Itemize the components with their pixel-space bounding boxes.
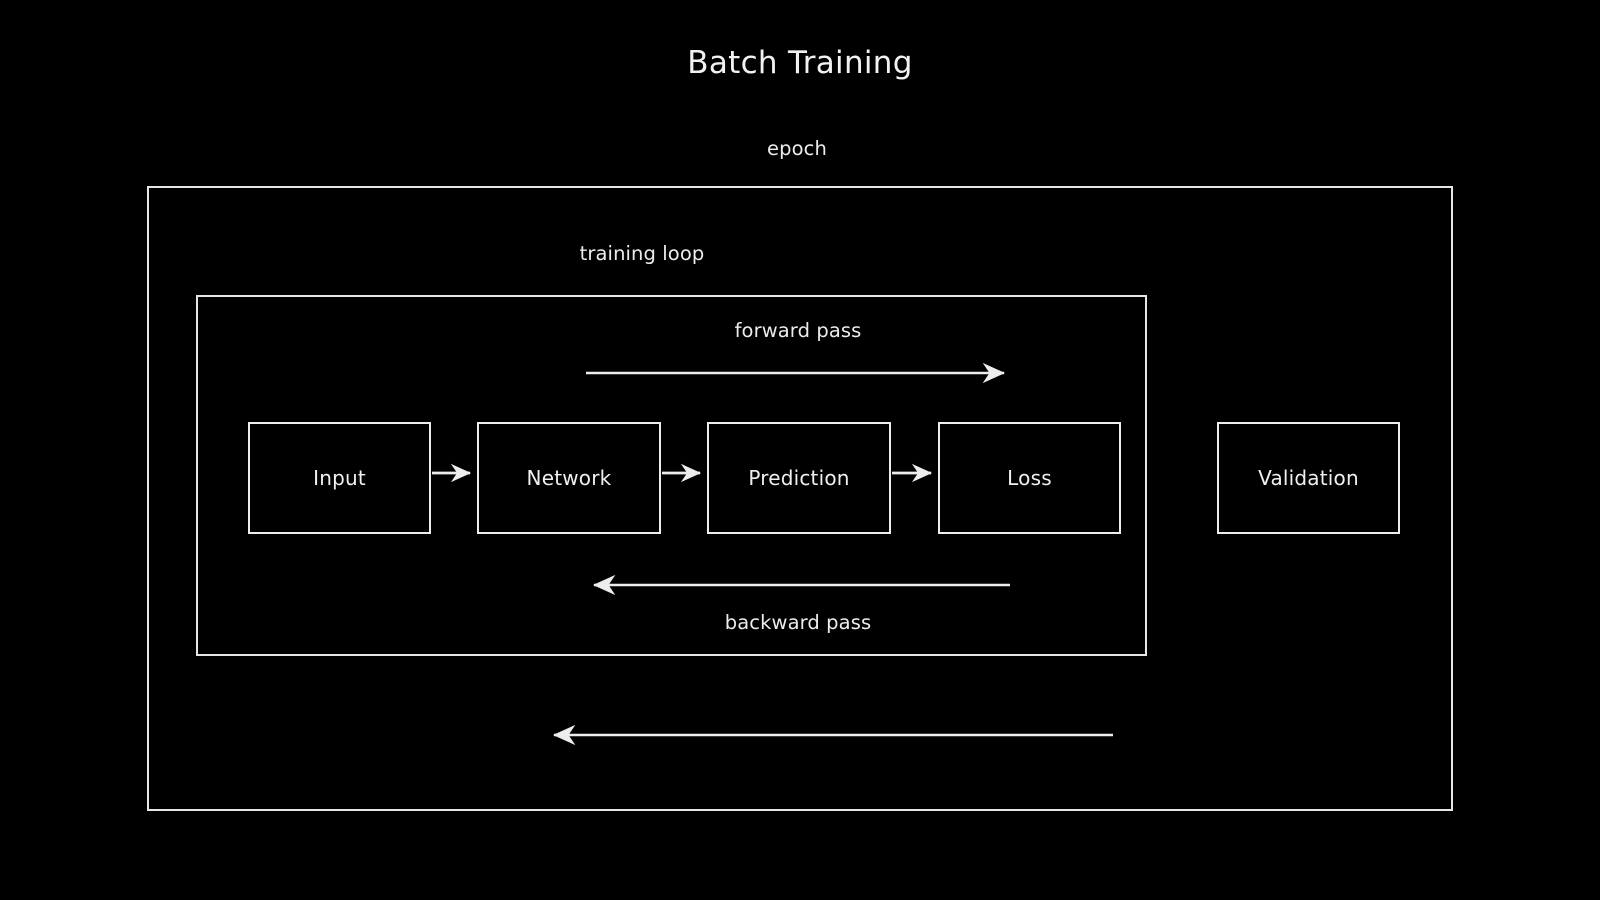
forward-pass-label: forward pass [734, 319, 862, 342]
node-prediction[interactable]: Prediction [707, 422, 891, 534]
backward-pass-label: backward pass [724, 611, 872, 634]
epoch-region-label: epoch [767, 137, 827, 160]
training-loop-region-label: training loop [579, 242, 705, 265]
page-title: Batch Training [687, 45, 913, 81]
node-validation[interactable]: Validation [1217, 422, 1400, 534]
node-network[interactable]: Network [477, 422, 661, 534]
node-loss[interactable]: Loss [938, 422, 1121, 534]
node-input[interactable]: Input [248, 422, 431, 534]
